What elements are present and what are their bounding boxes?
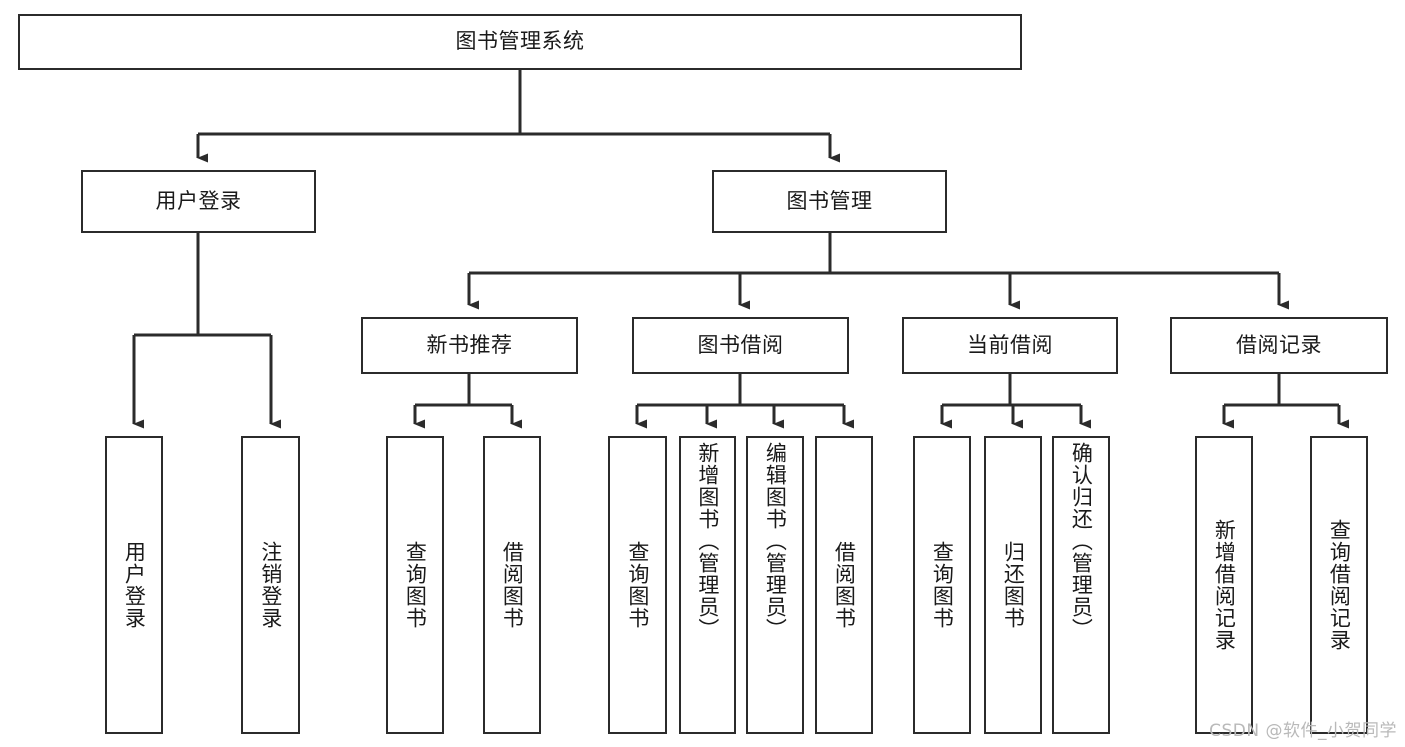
node-leaf-query-book-1[interactable]: 查询图书	[386, 436, 444, 734]
node-borrow-record[interactable]: 借阅记录	[1170, 317, 1388, 374]
node-current-borrow[interactable]: 当前借阅	[902, 317, 1118, 374]
node-new-book-recommend[interactable]: 新书推荐	[361, 317, 578, 374]
node-leaf-borrow-book-2[interactable]: 借阅图书	[815, 436, 873, 734]
node-leaf-query-book-2-label: 查询图书	[625, 541, 650, 629]
node-leaf-borrow-book-2-label: 借阅图书	[832, 541, 857, 629]
node-book-manage-label: 图书管理	[786, 188, 873, 213]
node-leaf-query-book-1-label: 查询图书	[403, 541, 428, 629]
node-book-borrow[interactable]: 图书借阅	[632, 317, 849, 374]
node-user-login[interactable]: 用户登录	[81, 170, 316, 233]
node-new-book-recommend-label: 新书推荐	[426, 332, 513, 357]
node-user-login-label: 用户登录	[155, 188, 242, 213]
node-leaf-query-record-label: 查询借阅记录	[1327, 519, 1352, 651]
node-borrow-record-label: 借阅记录	[1236, 332, 1322, 357]
node-leaf-user-login[interactable]: 用户登录	[105, 436, 163, 734]
node-leaf-edit-book[interactable]: 编辑图书（管理员）	[746, 436, 804, 734]
node-leaf-return-book-label: 归还图书	[1001, 541, 1026, 629]
node-book-manage[interactable]: 图书管理	[712, 170, 947, 233]
node-leaf-user-logout-label: 注销登录	[258, 541, 283, 629]
node-leaf-borrow-book-1-label: 借阅图书	[500, 541, 525, 629]
node-leaf-query-book-3[interactable]: 查询图书	[913, 436, 971, 734]
node-leaf-add-record-label: 新增借阅记录	[1212, 519, 1237, 651]
node-leaf-confirm-return-label: 确认归还（管理员）	[1069, 442, 1094, 640]
node-leaf-query-book-2[interactable]: 查询图书	[608, 436, 667, 734]
node-leaf-borrow-book-1[interactable]: 借阅图书	[483, 436, 541, 734]
node-leaf-confirm-return[interactable]: 确认归还（管理员）	[1052, 436, 1110, 734]
node-leaf-return-book[interactable]: 归还图书	[984, 436, 1042, 734]
node-root[interactable]: 图书管理系统	[18, 14, 1022, 70]
node-leaf-edit-book-label: 编辑图书（管理员）	[763, 442, 788, 640]
node-leaf-user-login-label: 用户登录	[122, 541, 147, 629]
node-leaf-add-book[interactable]: 新增图书（管理员）	[679, 436, 736, 734]
node-leaf-query-book-3-label: 查询图书	[930, 541, 955, 629]
node-current-borrow-label: 当前借阅	[967, 332, 1053, 357]
node-leaf-add-record[interactable]: 新增借阅记录	[1195, 436, 1253, 734]
node-book-borrow-label: 图书借阅	[697, 332, 784, 357]
node-leaf-add-book-label: 新增图书（管理员）	[695, 442, 720, 640]
node-leaf-query-record[interactable]: 查询借阅记录	[1310, 436, 1368, 734]
node-leaf-user-logout[interactable]: 注销登录	[241, 436, 300, 734]
node-root-label: 图书管理系统	[455, 29, 585, 54]
